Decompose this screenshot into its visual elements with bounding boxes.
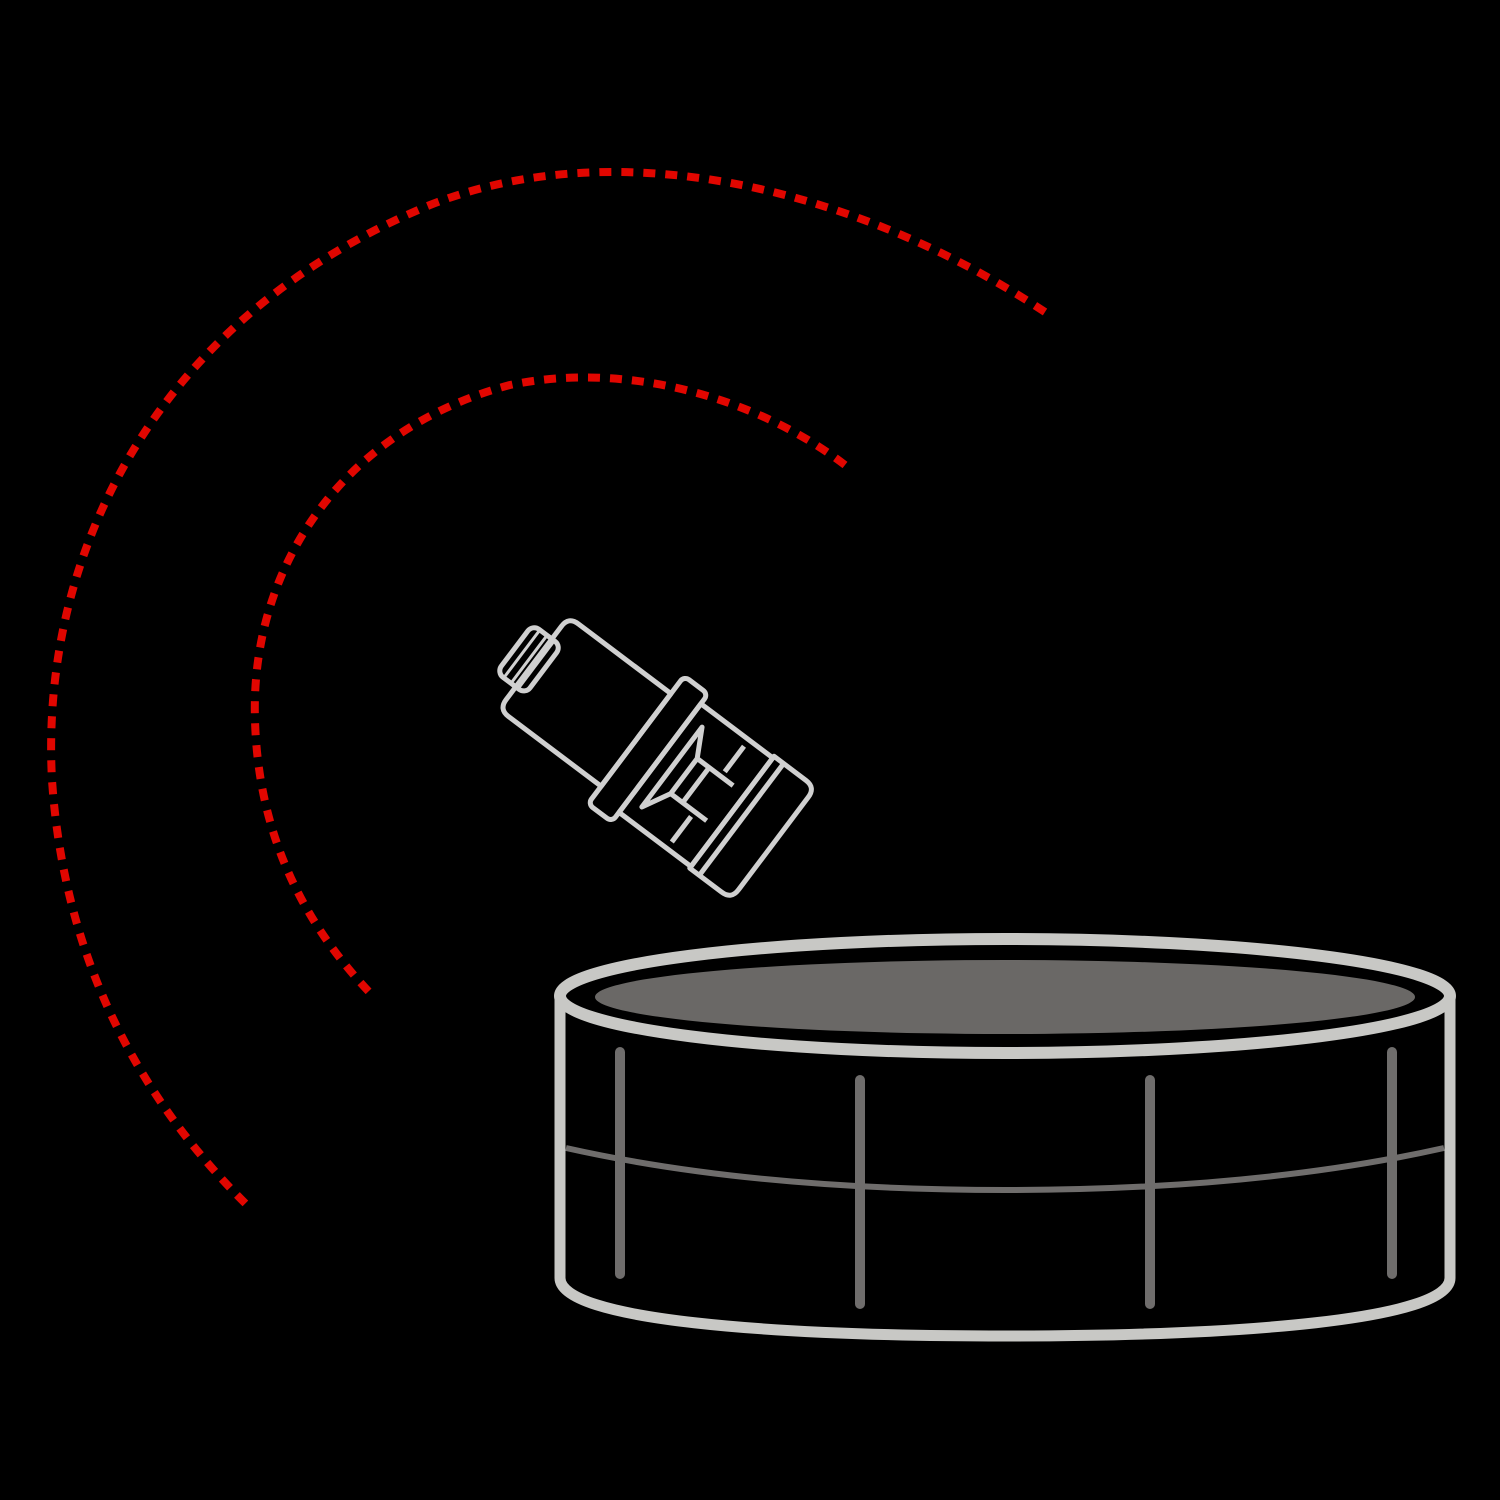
signal-wave-inner — [250, 373, 848, 998]
sensor-body — [500, 618, 674, 789]
above-ground-pool-icon — [554, 933, 1456, 1342]
pool-midline — [565, 1145, 1445, 1194]
sensor-base — [687, 753, 814, 898]
sensor-cap — [497, 625, 561, 694]
pool-water — [595, 960, 1415, 1034]
cap-ridge — [503, 630, 540, 678]
signal-wave-outer — [47, 167, 1048, 1209]
sensor-base-line — [698, 763, 785, 876]
pool-sensor-float-icon — [497, 618, 814, 898]
pool-posts — [615, 1047, 1397, 1309]
wireless-signal-icon — [47, 167, 1048, 1209]
cap-ridge — [510, 636, 548, 683]
cap-ridge — [518, 641, 555, 689]
pool-wall — [554, 992, 1456, 1342]
sensor-slot — [669, 814, 694, 844]
sensor-slot — [722, 744, 747, 774]
sensor-window — [639, 724, 735, 823]
